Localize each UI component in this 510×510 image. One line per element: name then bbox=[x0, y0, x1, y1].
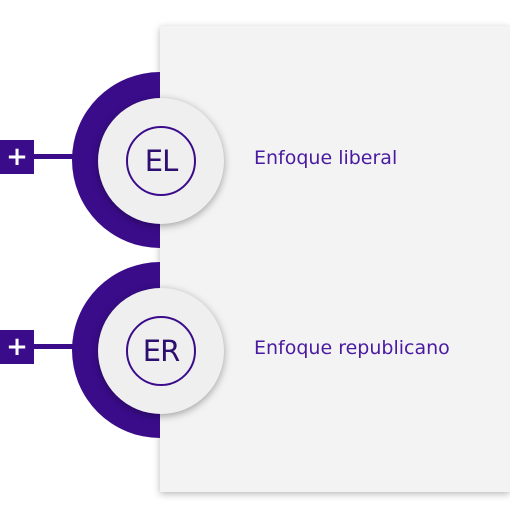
expand-plus-button[interactable]: + bbox=[0, 140, 34, 174]
connector-line bbox=[32, 154, 82, 159]
approach-circle: ER bbox=[98, 288, 224, 414]
content-panel bbox=[160, 26, 510, 492]
approach-item-republicano: + ER Enfoque republicano bbox=[0, 262, 510, 438]
approach-abbreviation-badge: ER bbox=[126, 316, 196, 386]
approach-label[interactable]: Enfoque republicano bbox=[254, 337, 450, 359]
approach-circle: EL bbox=[98, 98, 224, 224]
approach-item-liberal: + EL Enfoque liberal bbox=[0, 72, 510, 248]
connector-line bbox=[32, 344, 82, 349]
expand-plus-button[interactable]: + bbox=[0, 330, 34, 364]
approach-label[interactable]: Enfoque liberal bbox=[254, 147, 398, 169]
approach-abbreviation-badge: EL bbox=[126, 126, 196, 196]
